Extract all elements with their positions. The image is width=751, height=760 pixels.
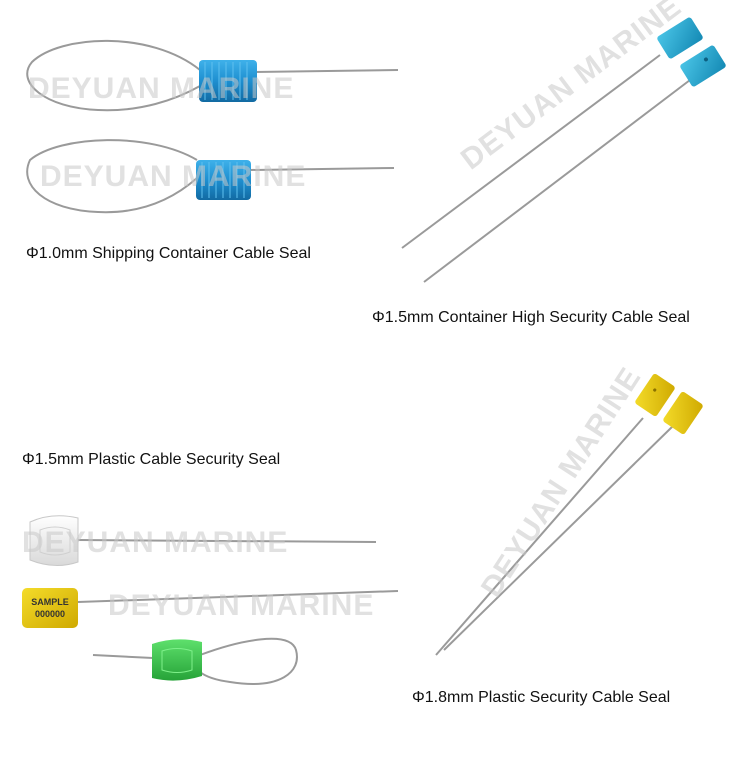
caption-plastic-cable-security-seal: Φ1.5mm Plastic Cable Security Seal bbox=[22, 451, 281, 468]
caption-shipping-container-cable-seal: Φ1.0mm Shipping Container Cable Seal bbox=[26, 245, 311, 262]
caption-plastic-security-cable-seal: Φ1.8mm Plastic Security Cable Seal bbox=[412, 689, 671, 706]
aluminum-cable-seal-2 bbox=[26, 139, 395, 214]
yellow-security-cable-seal bbox=[435, 373, 703, 656]
yellow-plastic-seal: SAMPLE 000000 bbox=[22, 588, 399, 628]
caption-container-high-security-cable-seal: Φ1.5mm Container High Security Cable Sea… bbox=[372, 309, 690, 326]
aluminum-cable-seal-1 bbox=[26, 39, 399, 112]
white-plastic-seal bbox=[29, 515, 377, 566]
blue-high-security-seal bbox=[401, 17, 726, 283]
svg-text:SAMPLE: SAMPLE bbox=[31, 597, 69, 607]
svg-text:000000: 000000 bbox=[35, 609, 65, 619]
green-plastic-seal bbox=[92, 637, 298, 685]
